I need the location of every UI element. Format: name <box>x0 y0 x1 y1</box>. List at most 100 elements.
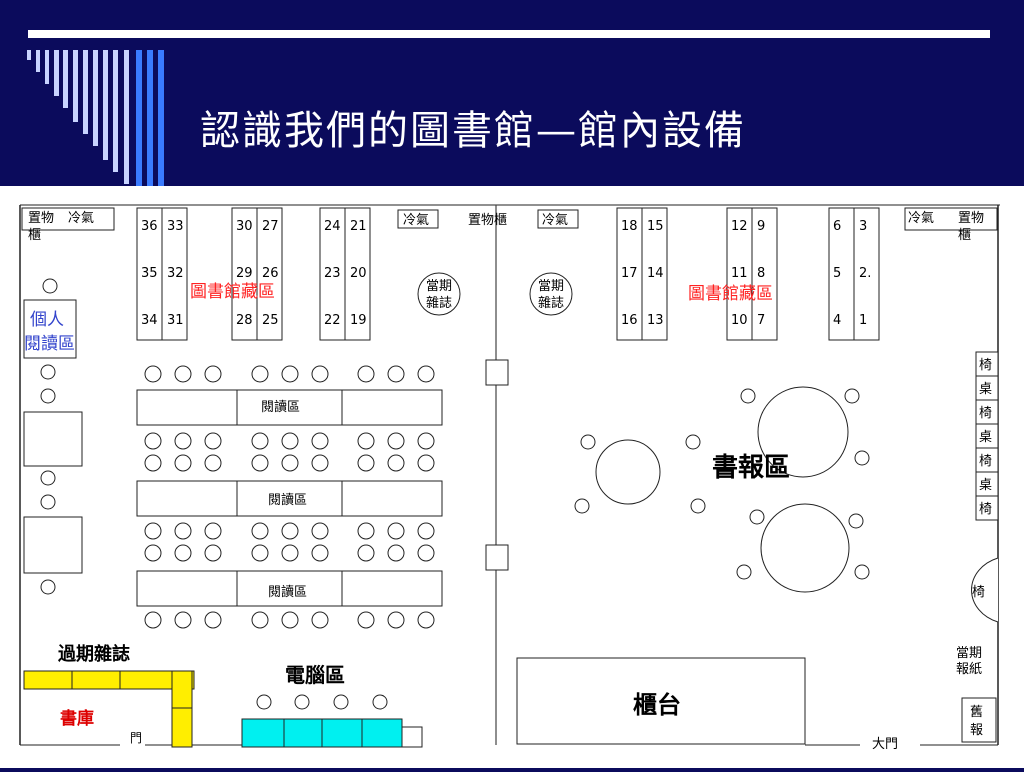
shelf-number: 20 <box>350 266 367 281</box>
wall-desk: 桌 <box>975 471 999 497</box>
reading-label-3: 閱讀區 <box>268 585 307 600</box>
chair <box>357 611 375 629</box>
ac-label: 冷氣 <box>542 213 568 228</box>
chair <box>281 611 299 629</box>
svg-text:當期: 當期 <box>426 279 452 294</box>
wall-desk: 桌 <box>975 375 999 401</box>
computer-label: 電腦區 <box>285 663 345 687</box>
old-newspaper: 舊 報 <box>961 697 997 743</box>
chair <box>174 432 192 450</box>
shelf-number: 11 <box>731 266 748 281</box>
door-label: 門 <box>130 731 142 745</box>
shelf-number: 29 <box>236 266 253 281</box>
shelf-number: 25 <box>262 313 279 328</box>
shelf-number: 12 <box>731 219 748 234</box>
shelf-number: 9 <box>757 219 765 234</box>
current-magazine-right: 當期 雜誌 <box>529 272 573 316</box>
wall-chair: 椅 <box>975 447 999 473</box>
personal-label-2: 閱讀區 <box>24 334 75 354</box>
shelf-number: 13 <box>647 313 664 328</box>
personal-label-1: 個人 <box>30 310 64 330</box>
chair <box>204 454 222 472</box>
svg-text:雜誌: 雜誌 <box>538 295 564 311</box>
chair <box>281 432 299 450</box>
shelf-number: 36 <box>141 219 158 234</box>
svg-text:椅: 椅 <box>979 454 992 469</box>
chair <box>251 611 269 629</box>
chair <box>311 544 329 562</box>
chair <box>144 454 162 472</box>
shelf-number: 35 <box>141 266 158 281</box>
chair <box>144 432 162 450</box>
chair <box>357 432 375 450</box>
current-magazine-left: 當期 雜誌 <box>417 272 461 316</box>
chair <box>387 544 405 562</box>
chair <box>311 611 329 629</box>
chair <box>387 522 405 540</box>
round-chair: 椅 <box>971 557 999 623</box>
chair <box>174 544 192 562</box>
shelf-number: 16 <box>621 313 638 328</box>
chair <box>311 522 329 540</box>
shelf-number: 5 <box>833 266 841 281</box>
svg-text:雜誌: 雜誌 <box>426 295 452 311</box>
shelf-number: 28 <box>236 313 253 328</box>
reading-area <box>136 365 443 629</box>
title-rule <box>28 30 990 38</box>
chair <box>357 522 375 540</box>
shelf-number: 2. <box>859 266 871 281</box>
chair <box>144 544 162 562</box>
chair <box>417 454 435 472</box>
shelf-number: 18 <box>621 219 638 234</box>
ac-storage-right: 冷氣 置物 櫃 <box>904 207 998 243</box>
shelf-number: 23 <box>324 266 341 281</box>
wall-chair: 椅 <box>975 351 999 377</box>
chair <box>251 544 269 562</box>
storage-room-label: 書庫 <box>60 708 94 729</box>
shelf-number: 8 <box>757 266 765 281</box>
chair <box>251 365 269 383</box>
shelf-number: 4 <box>833 313 841 328</box>
chair <box>144 611 162 629</box>
reading-label-1: 閱讀區 <box>261 400 300 415</box>
shelf-number: 32 <box>167 266 184 281</box>
shelf-number: 34 <box>141 313 158 328</box>
counter-label: 櫃台 <box>633 691 681 719</box>
chair <box>417 611 435 629</box>
ac-storage-left: 置物 冷氣 櫃 <box>21 207 115 243</box>
newspaper-area: 書報區 <box>574 386 870 593</box>
shelf-number: 1 <box>859 313 867 328</box>
chair <box>417 544 435 562</box>
chair <box>311 432 329 450</box>
chair <box>174 365 192 383</box>
computer-area: 電腦區 <box>241 663 423 748</box>
shelf-number: 26 <box>262 266 279 281</box>
storage-room: 書庫 門 <box>23 670 195 748</box>
shelf-number: 19 <box>350 313 367 328</box>
chair <box>174 611 192 629</box>
title-decoration-stripes <box>0 0 200 190</box>
chair <box>144 522 162 540</box>
reading-table <box>136 389 443 426</box>
storage-label-2: 櫃 <box>958 228 971 243</box>
chair <box>311 454 329 472</box>
chair <box>281 544 299 562</box>
chair <box>387 365 405 383</box>
svg-text:桌: 桌 <box>979 478 992 493</box>
ac-storage-mid: 冷氣 置物櫃 冷氣 <box>397 209 579 229</box>
chair <box>357 365 375 383</box>
chair <box>387 454 405 472</box>
storage-label: 置物 <box>28 211 54 226</box>
shelf-number: 24 <box>324 219 341 234</box>
chair <box>174 522 192 540</box>
shelf-number: 14 <box>647 266 664 281</box>
shelf-number: 6 <box>833 219 841 234</box>
